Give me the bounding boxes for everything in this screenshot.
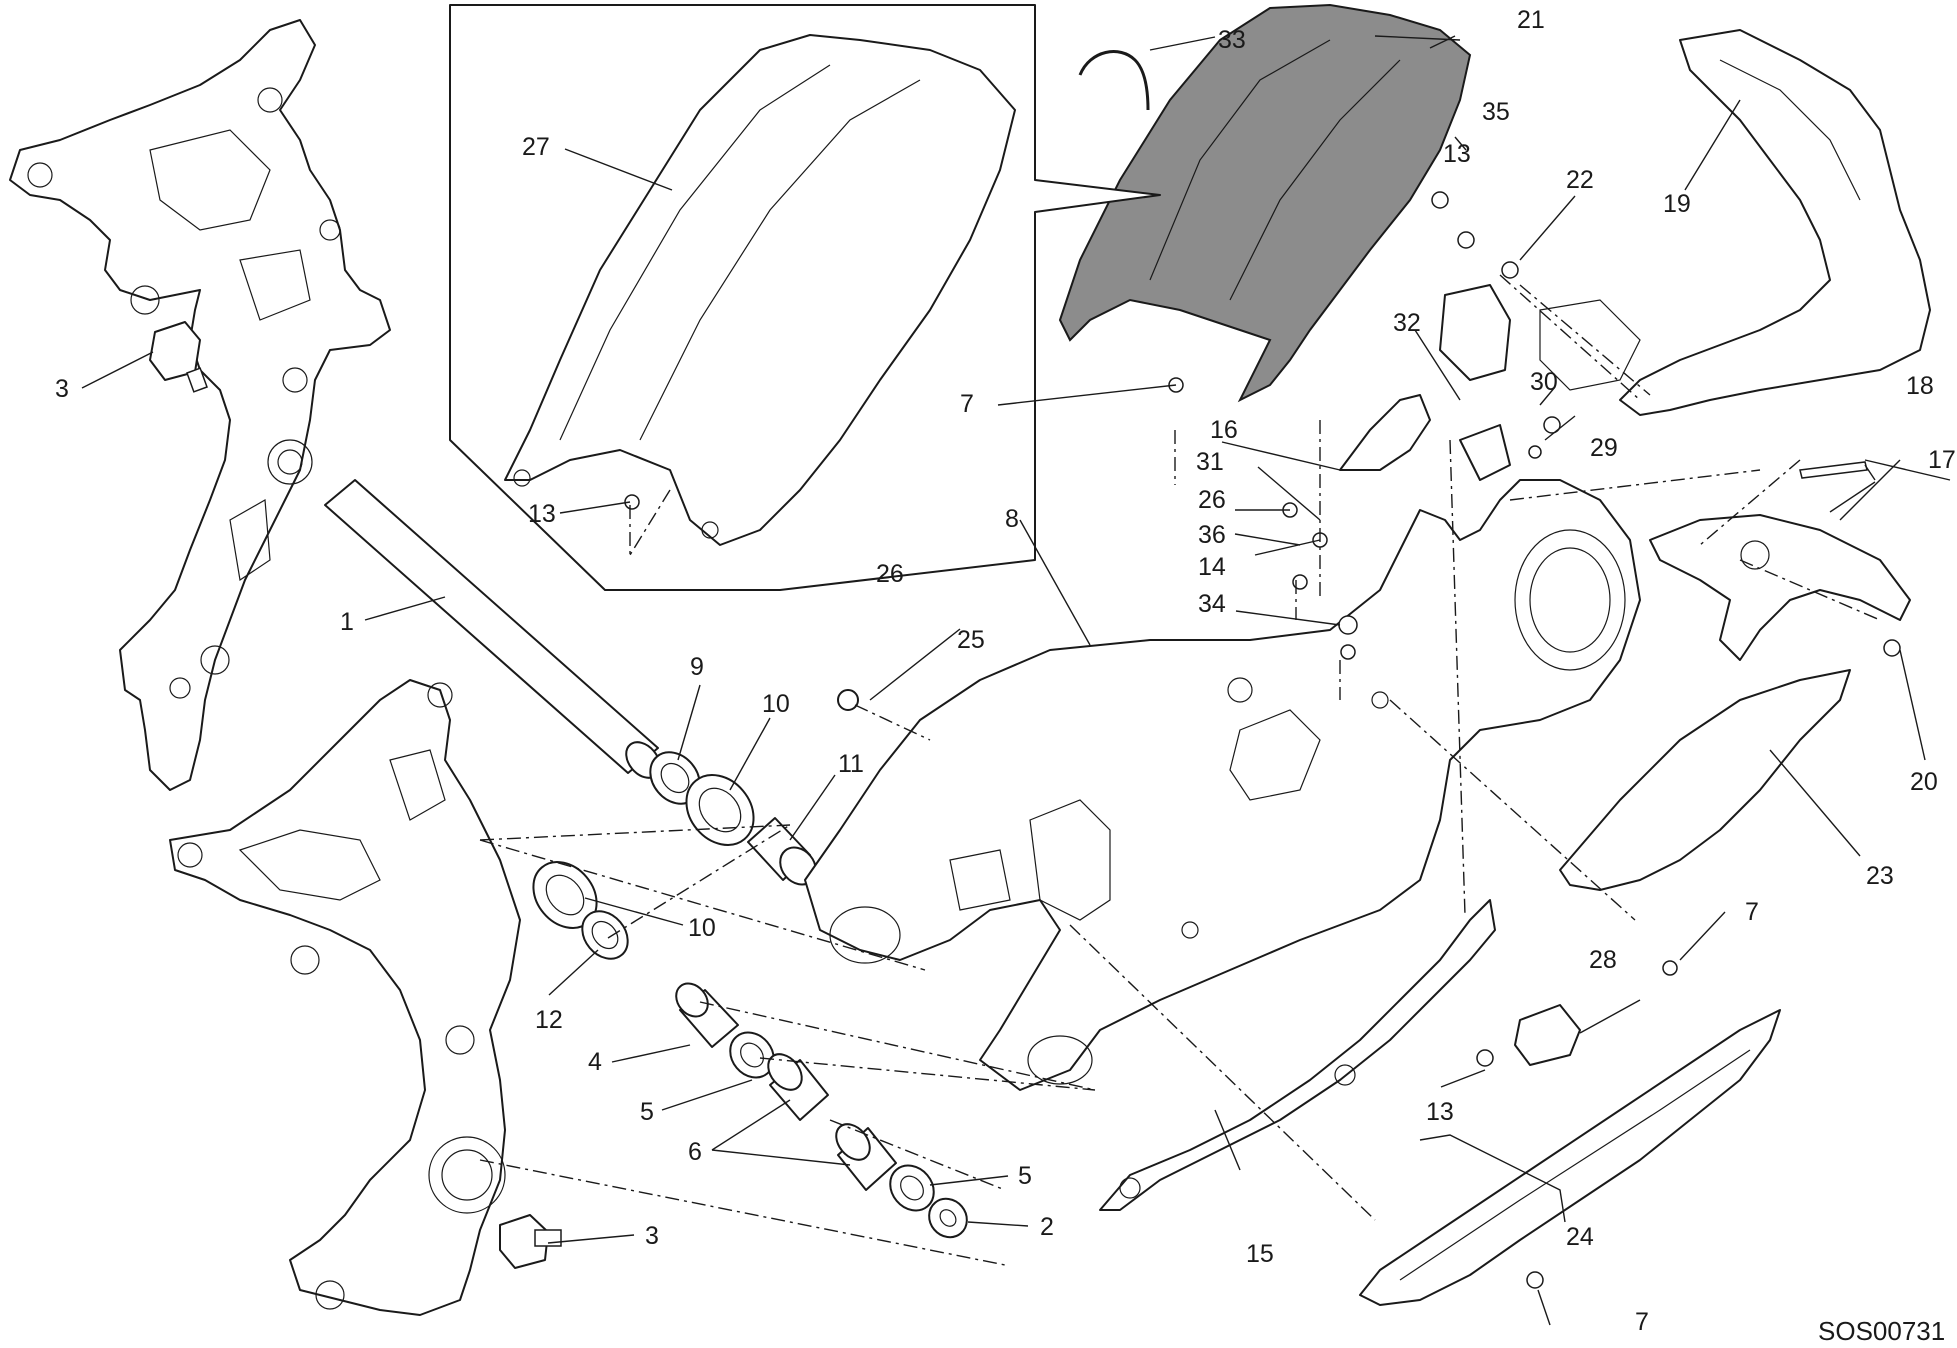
bearing-6-lower xyxy=(835,1123,897,1191)
washer-2 xyxy=(928,1197,968,1239)
callout-4: 4 xyxy=(588,1048,602,1076)
fasteners xyxy=(624,191,1901,1289)
leader-lines xyxy=(81,35,1951,1326)
callout-31: 31 xyxy=(1196,448,1224,476)
callout-12: 12 xyxy=(535,1006,563,1034)
callout-13-inset: 13 xyxy=(528,500,556,528)
bearing-10-lower xyxy=(532,861,598,929)
bracket-32 xyxy=(1439,284,1511,481)
callout-7-mudguard: 7 xyxy=(960,390,974,418)
callout-7-guard: 7 xyxy=(1745,898,1759,926)
bearing-12 xyxy=(581,910,629,960)
callout-16: 16 xyxy=(1210,416,1238,444)
callout-7-slider: 7 xyxy=(1635,1308,1649,1336)
plate-28 xyxy=(1514,1004,1581,1066)
callout-10-lower: 10 xyxy=(688,914,716,942)
callout-19: 19 xyxy=(1663,190,1691,218)
callout-34: 34 xyxy=(1198,590,1226,618)
chain-guard-upper xyxy=(1539,29,1931,416)
pivot-bolt-upper xyxy=(149,321,208,393)
frame-plate-lower-left xyxy=(169,679,521,1316)
cable-clip-33 xyxy=(1078,50,1150,111)
callout-28: 28 xyxy=(1589,946,1617,974)
callout-10-upper: 10 xyxy=(762,690,790,718)
callout-24: 24 xyxy=(1566,1223,1594,1251)
bracket-16 xyxy=(1339,394,1431,471)
chain-slider-24 xyxy=(1359,1009,1781,1306)
callout-35: 35 xyxy=(1482,98,1510,126)
alignment-lines xyxy=(479,274,1881,1266)
callout-9: 9 xyxy=(690,653,704,681)
callout-26-right: 26 xyxy=(1198,486,1226,514)
rear-mudguard xyxy=(1058,3,1472,403)
callout-5-right: 5 xyxy=(1018,1162,1032,1190)
callout-29: 29 xyxy=(1590,434,1618,462)
callout-26-left: 26 xyxy=(876,560,904,588)
bearing-6-upper xyxy=(767,1053,829,1121)
callout-18: 18 xyxy=(1906,372,1934,400)
callout-3-upper: 3 xyxy=(55,375,69,403)
callout-36: 36 xyxy=(1198,521,1226,549)
callout-13-bottom: 13 xyxy=(1426,1098,1454,1126)
swingarm xyxy=(804,479,1641,1091)
callout-5-left: 5 xyxy=(640,1098,654,1126)
callout-25: 25 xyxy=(957,626,985,654)
seal-5-lower xyxy=(889,1164,935,1212)
drawing-code: SOS00731 xyxy=(1818,1316,1945,1346)
bushing-4 xyxy=(675,982,739,1048)
callout-3-lower: 3 xyxy=(645,1222,659,1250)
bearing-10-upper xyxy=(685,774,755,846)
callout-21: 21 xyxy=(1517,6,1545,34)
callout-30: 30 xyxy=(1530,368,1558,396)
callout-6: 6 xyxy=(688,1138,702,1166)
callout-14: 14 xyxy=(1198,553,1226,581)
pivot-shaft xyxy=(324,479,661,779)
callout-13-top: 13 xyxy=(1443,140,1471,168)
seal-5-upper xyxy=(729,1031,775,1079)
callout-15: 15 xyxy=(1246,1240,1274,1268)
callout-1: 1 xyxy=(340,608,354,636)
frame-plate-upper-left xyxy=(9,19,391,791)
callout-8: 8 xyxy=(1005,505,1019,533)
pivot-bolt-lower xyxy=(499,1214,562,1269)
callout-22: 22 xyxy=(1566,166,1594,194)
spacer-11 xyxy=(747,817,817,886)
inset-mudguard xyxy=(504,34,1016,546)
callout-labels: 1 2 3 3 4 5 5 6 7 7 7 8 9 10 10 11 12 13… xyxy=(55,6,1956,1346)
callout-33: 33 xyxy=(1218,26,1246,54)
callout-11: 11 xyxy=(838,750,864,778)
callout-17: 17 xyxy=(1928,446,1956,474)
cable-clip-25 xyxy=(837,689,859,711)
chain-guard-23 xyxy=(1559,669,1851,891)
callout-2: 2 xyxy=(1040,1213,1054,1241)
callout-32: 32 xyxy=(1393,309,1421,337)
callout-20: 20 xyxy=(1910,768,1938,796)
callout-23: 23 xyxy=(1866,862,1894,890)
callout-27: 27 xyxy=(522,133,550,161)
chain-guard-rear xyxy=(1649,514,1911,661)
